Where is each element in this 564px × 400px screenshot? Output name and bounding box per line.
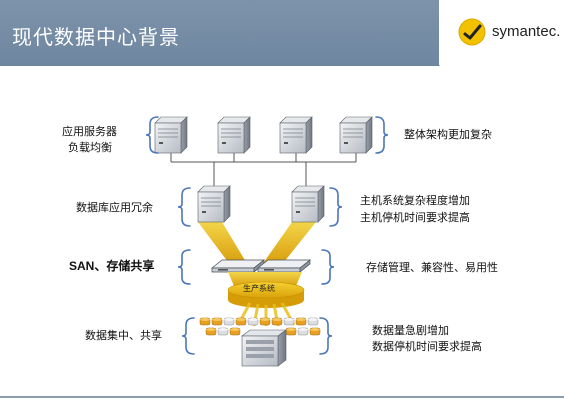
app-server-icon [339,116,373,154]
complexity-label: 整体架构更加复杂 [404,128,492,141]
app-server-icon [154,116,188,154]
footer-rule [0,396,564,398]
app-server-icon [217,116,251,154]
host-downtime-label: 主机停机时间要求提高 [360,211,470,224]
storage-array-icon [241,329,287,367]
data-growth-label: 数据量急剧增加 [372,324,449,337]
db-server-icon [197,185,231,223]
san-switch-icon [257,259,311,273]
db-server-icon [291,185,325,223]
left-brackets [145,116,195,355]
app-tier-connections [170,152,357,188]
symantec-logo-icon [458,18,486,46]
data-beam-right [264,222,316,262]
san-storage-label: SAN、存储共享 [69,259,155,273]
san-switch-icon [211,259,265,273]
data-sharing-label: 数据集中、共享 [85,329,162,342]
storage-management-label: 存储管理、兼容性、易用性 [366,261,498,274]
app-server-icon [279,116,313,154]
production-system-disc [227,281,305,308]
db-redundancy-label: 数据库应用冗余 [76,201,153,214]
logo-area [439,0,564,66]
data-downtime-label: 数据停机时间要求提高 [372,340,482,353]
right-brackets [319,116,389,355]
host-complexity-label: 主机系统复杂程度增加 [360,194,470,207]
app-servers-label-line1: 应用服务器 [62,125,117,138]
data-beam-san [228,272,302,286]
page-title: 现代数据中心背景 [12,25,180,49]
app-servers-label-line2: 负载均衡 [68,141,112,154]
data-beam-left [198,222,246,262]
production-system-label: 生产系统 [243,284,275,293]
logo-text: symantec. [492,23,561,40]
